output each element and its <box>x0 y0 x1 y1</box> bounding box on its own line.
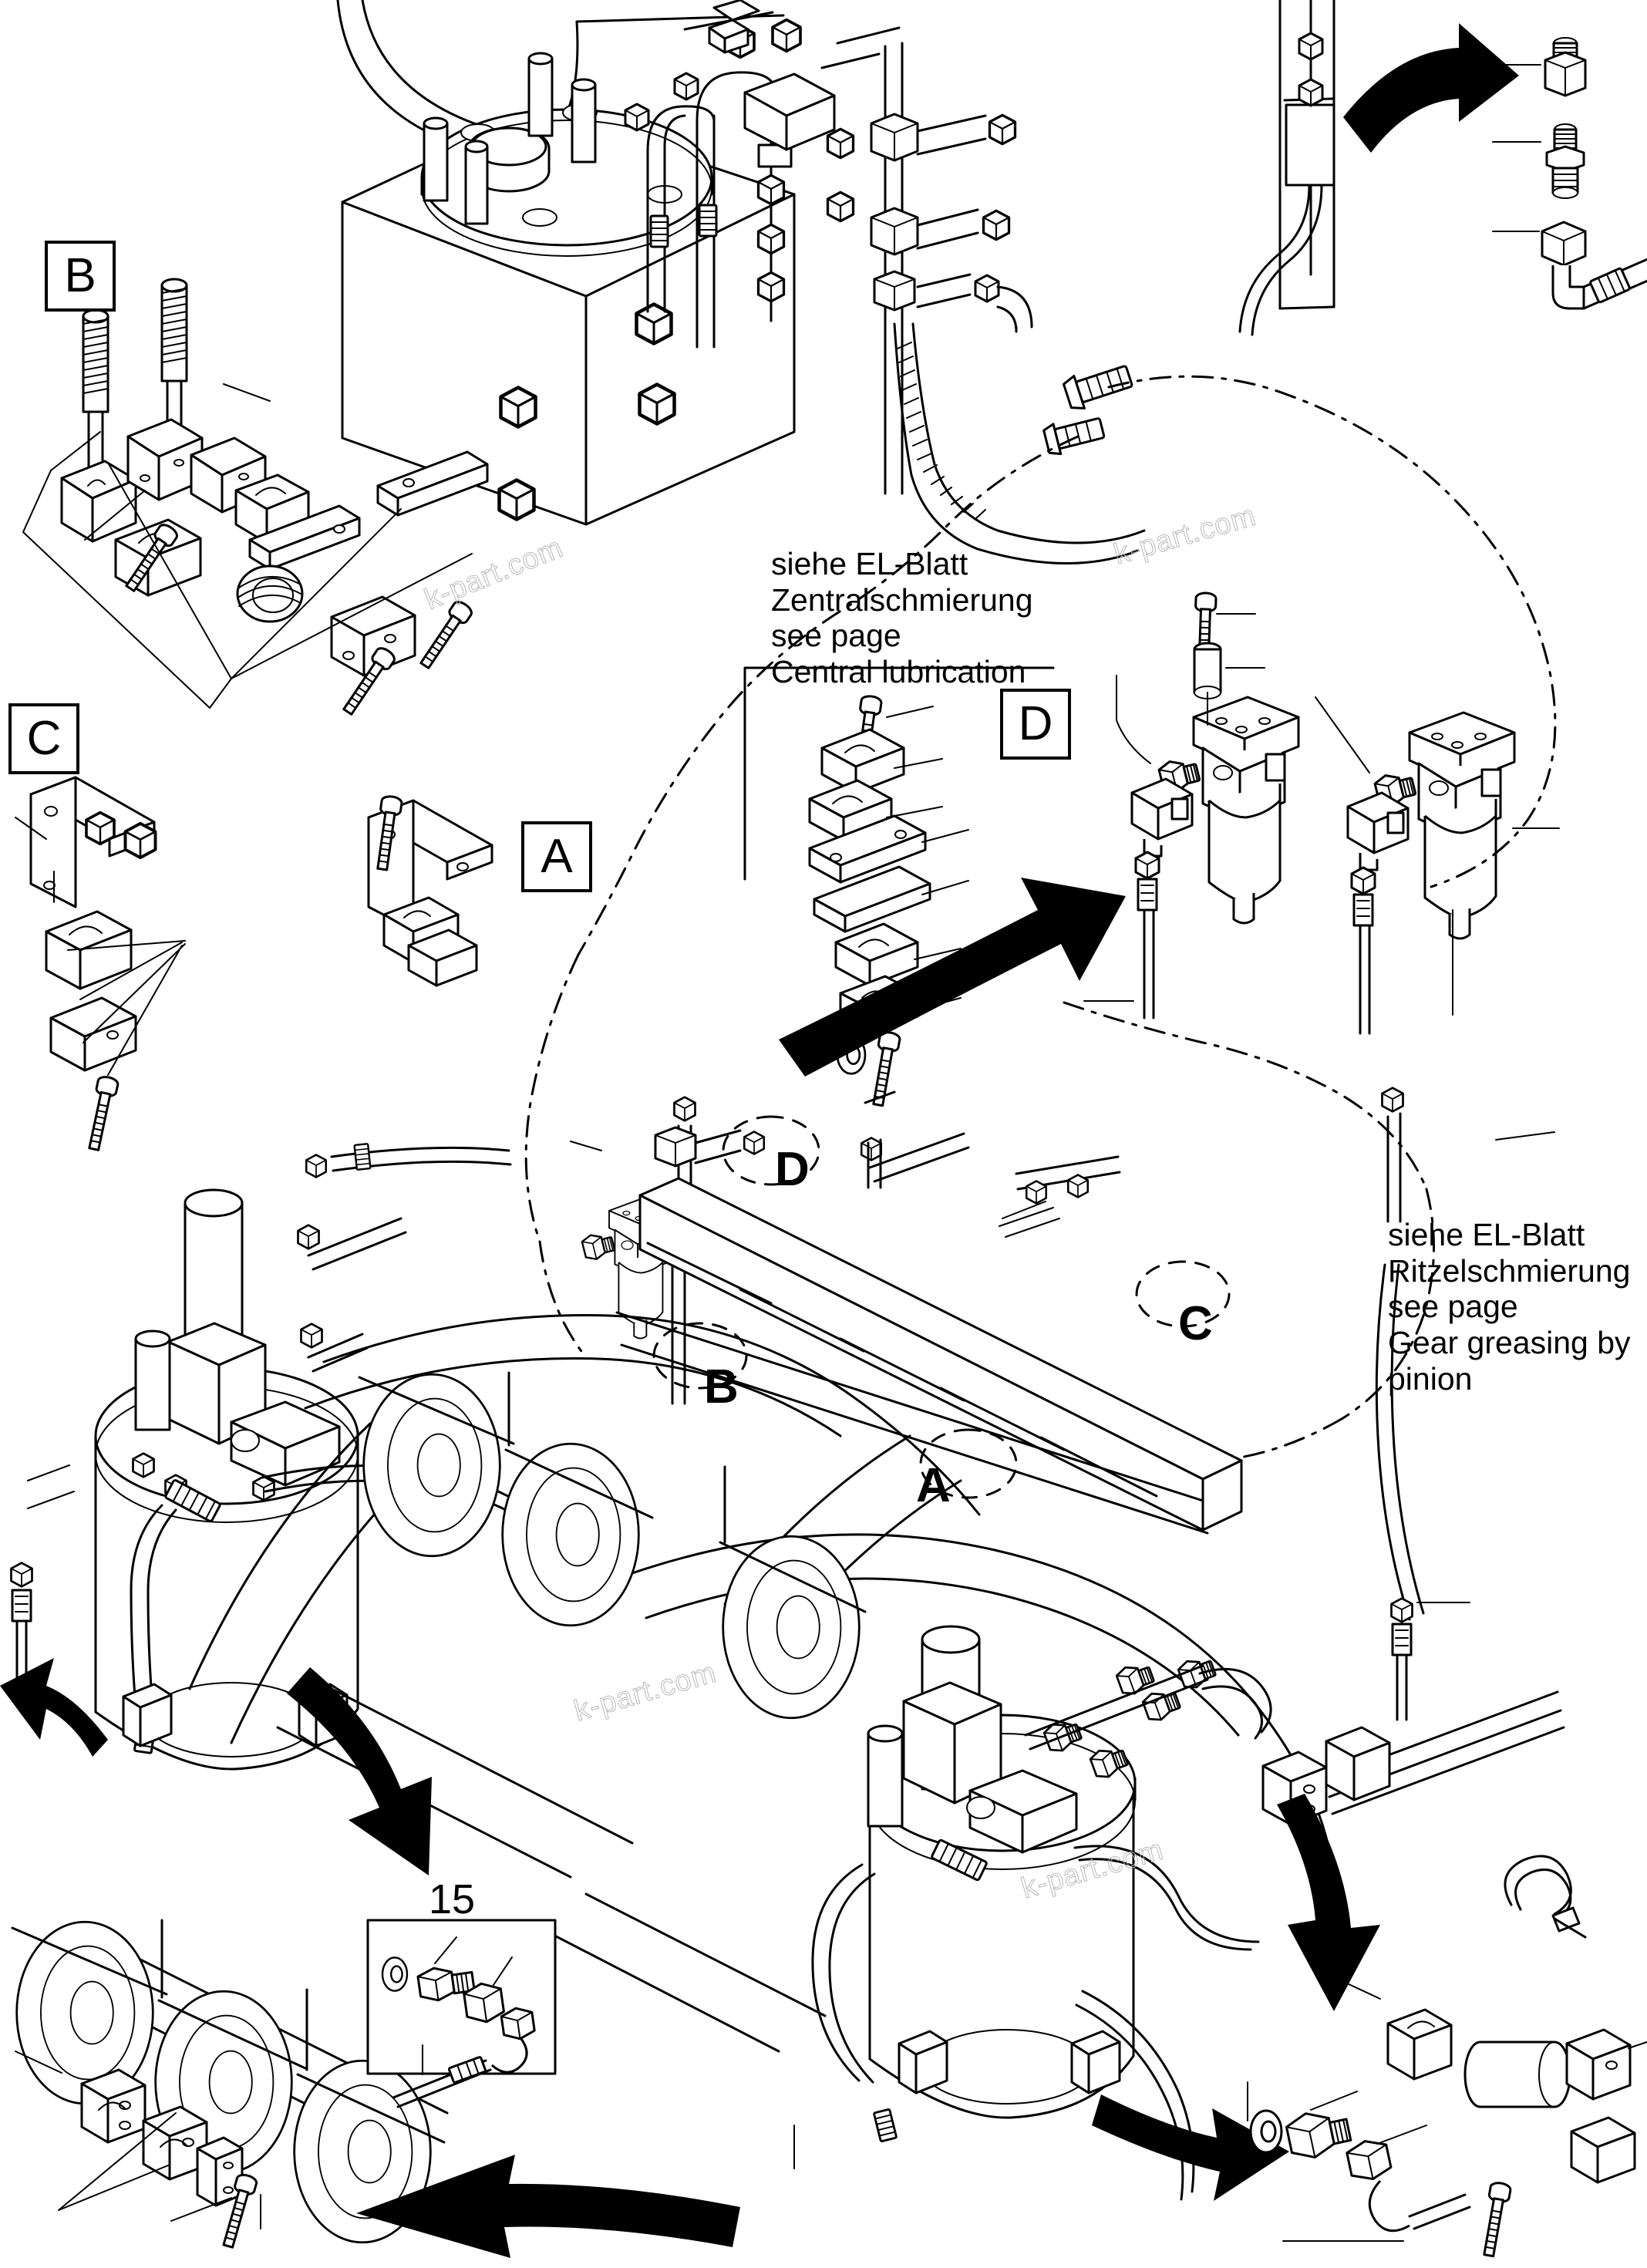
inset-detail-number-15: 15 <box>429 1876 476 1923</box>
sheave-stack-lower-left <box>11 1919 446 2244</box>
pump-unit-left <box>94 1188 569 1771</box>
arrow-bottom-right <box>1092 2094 1289 2201</box>
boxed-callout-a: A <box>521 821 592 892</box>
arrow-right-down <box>1277 1794 1380 2011</box>
bracket-set-c <box>15 776 493 1153</box>
arrow-to-inset-15 <box>287 1667 432 1875</box>
callout-letter-b-lower: B <box>704 1360 739 1414</box>
pump-unit-right <box>811 1625 1565 2201</box>
right-vertical-pipes <box>1375 1087 1425 1621</box>
pipe-tee-assembly-top <box>820 26 1146 564</box>
callout-letter-d-lower: D <box>775 1143 810 1196</box>
callout-letter-c-lower: C <box>1178 1297 1213 1350</box>
annotation-central-lubrication: siehe EL-Blatt Zentralschmierung see pag… <box>771 546 1033 690</box>
arrow-left-out <box>0 1658 108 1757</box>
sheave-stack-left <box>358 1371 867 1720</box>
boxed-callout-b: B <box>45 241 116 312</box>
inline-filter-mid <box>580 1096 766 1405</box>
arrow-to-filters <box>779 878 1126 1077</box>
clamp-pipe-right <box>1333 1855 1647 2259</box>
misc-leader-lines <box>10 1131 1555 2169</box>
fitting-exploded-bottom <box>1249 2091 1471 2242</box>
manifold-cluster-top <box>624 0 855 349</box>
mast-column-right <box>1238 0 1335 336</box>
arrow-bottom-left <box>356 2155 740 2258</box>
filter-pair-d <box>1083 591 1560 1035</box>
arrow-top-right <box>1343 23 1519 153</box>
inset-detail-box-15 <box>366 1919 557 2108</box>
reservoir-top-left <box>336 0 796 526</box>
clamp-plate-set-a <box>743 666 1055 1108</box>
annotation-gear-greasing: siehe EL-Blatt Ritzelschmierung see page… <box>1388 1217 1631 1397</box>
clamp-bracket-set-bottom-left <box>15 2051 261 2250</box>
fitting-exploded-top-right <box>1492 37 1647 310</box>
pipe-runs-mid <box>305 1090 1121 1238</box>
boxed-callout-d: D <box>1000 689 1071 760</box>
clamp-block-set-b <box>22 278 489 719</box>
callout-letter-a-lower: A <box>916 1459 951 1512</box>
boxed-callout-c: C <box>8 703 79 774</box>
